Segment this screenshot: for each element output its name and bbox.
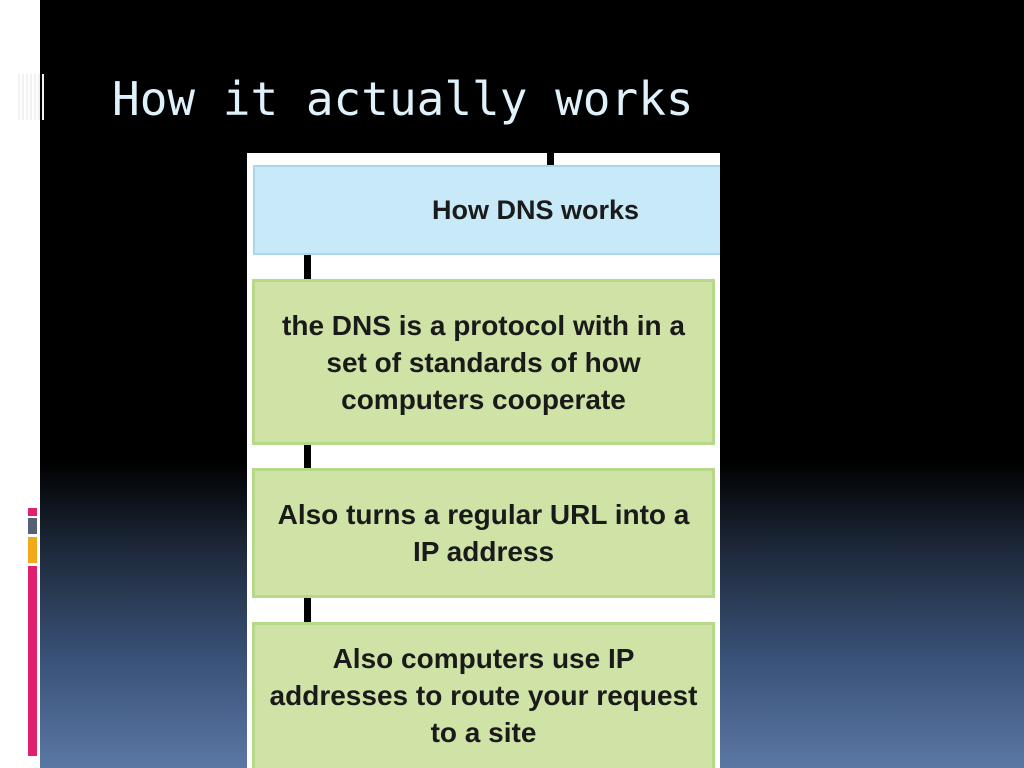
slide-title: How it actually works: [112, 72, 694, 126]
connector-1: [304, 255, 311, 279]
dns-flow-diagram: How DNS works the DNS is a protocol with…: [247, 153, 720, 768]
diagram-header-label: How DNS works: [431, 194, 640, 225]
step-box-1: the DNS is a protocol with in a set of s…: [252, 279, 715, 445]
step-box-3: Also computers use IP addresses to route…: [252, 622, 715, 768]
connector-top: [547, 153, 554, 165]
theme-barcode-icon: [18, 74, 44, 120]
theme-accent-bars: [28, 508, 38, 756]
connector-3: [304, 598, 311, 622]
diagram-header-box: How DNS works: [253, 165, 720, 255]
step-box-2: Also turns a regular URL into a IP addre…: [252, 468, 715, 598]
connector-2: [304, 445, 311, 468]
